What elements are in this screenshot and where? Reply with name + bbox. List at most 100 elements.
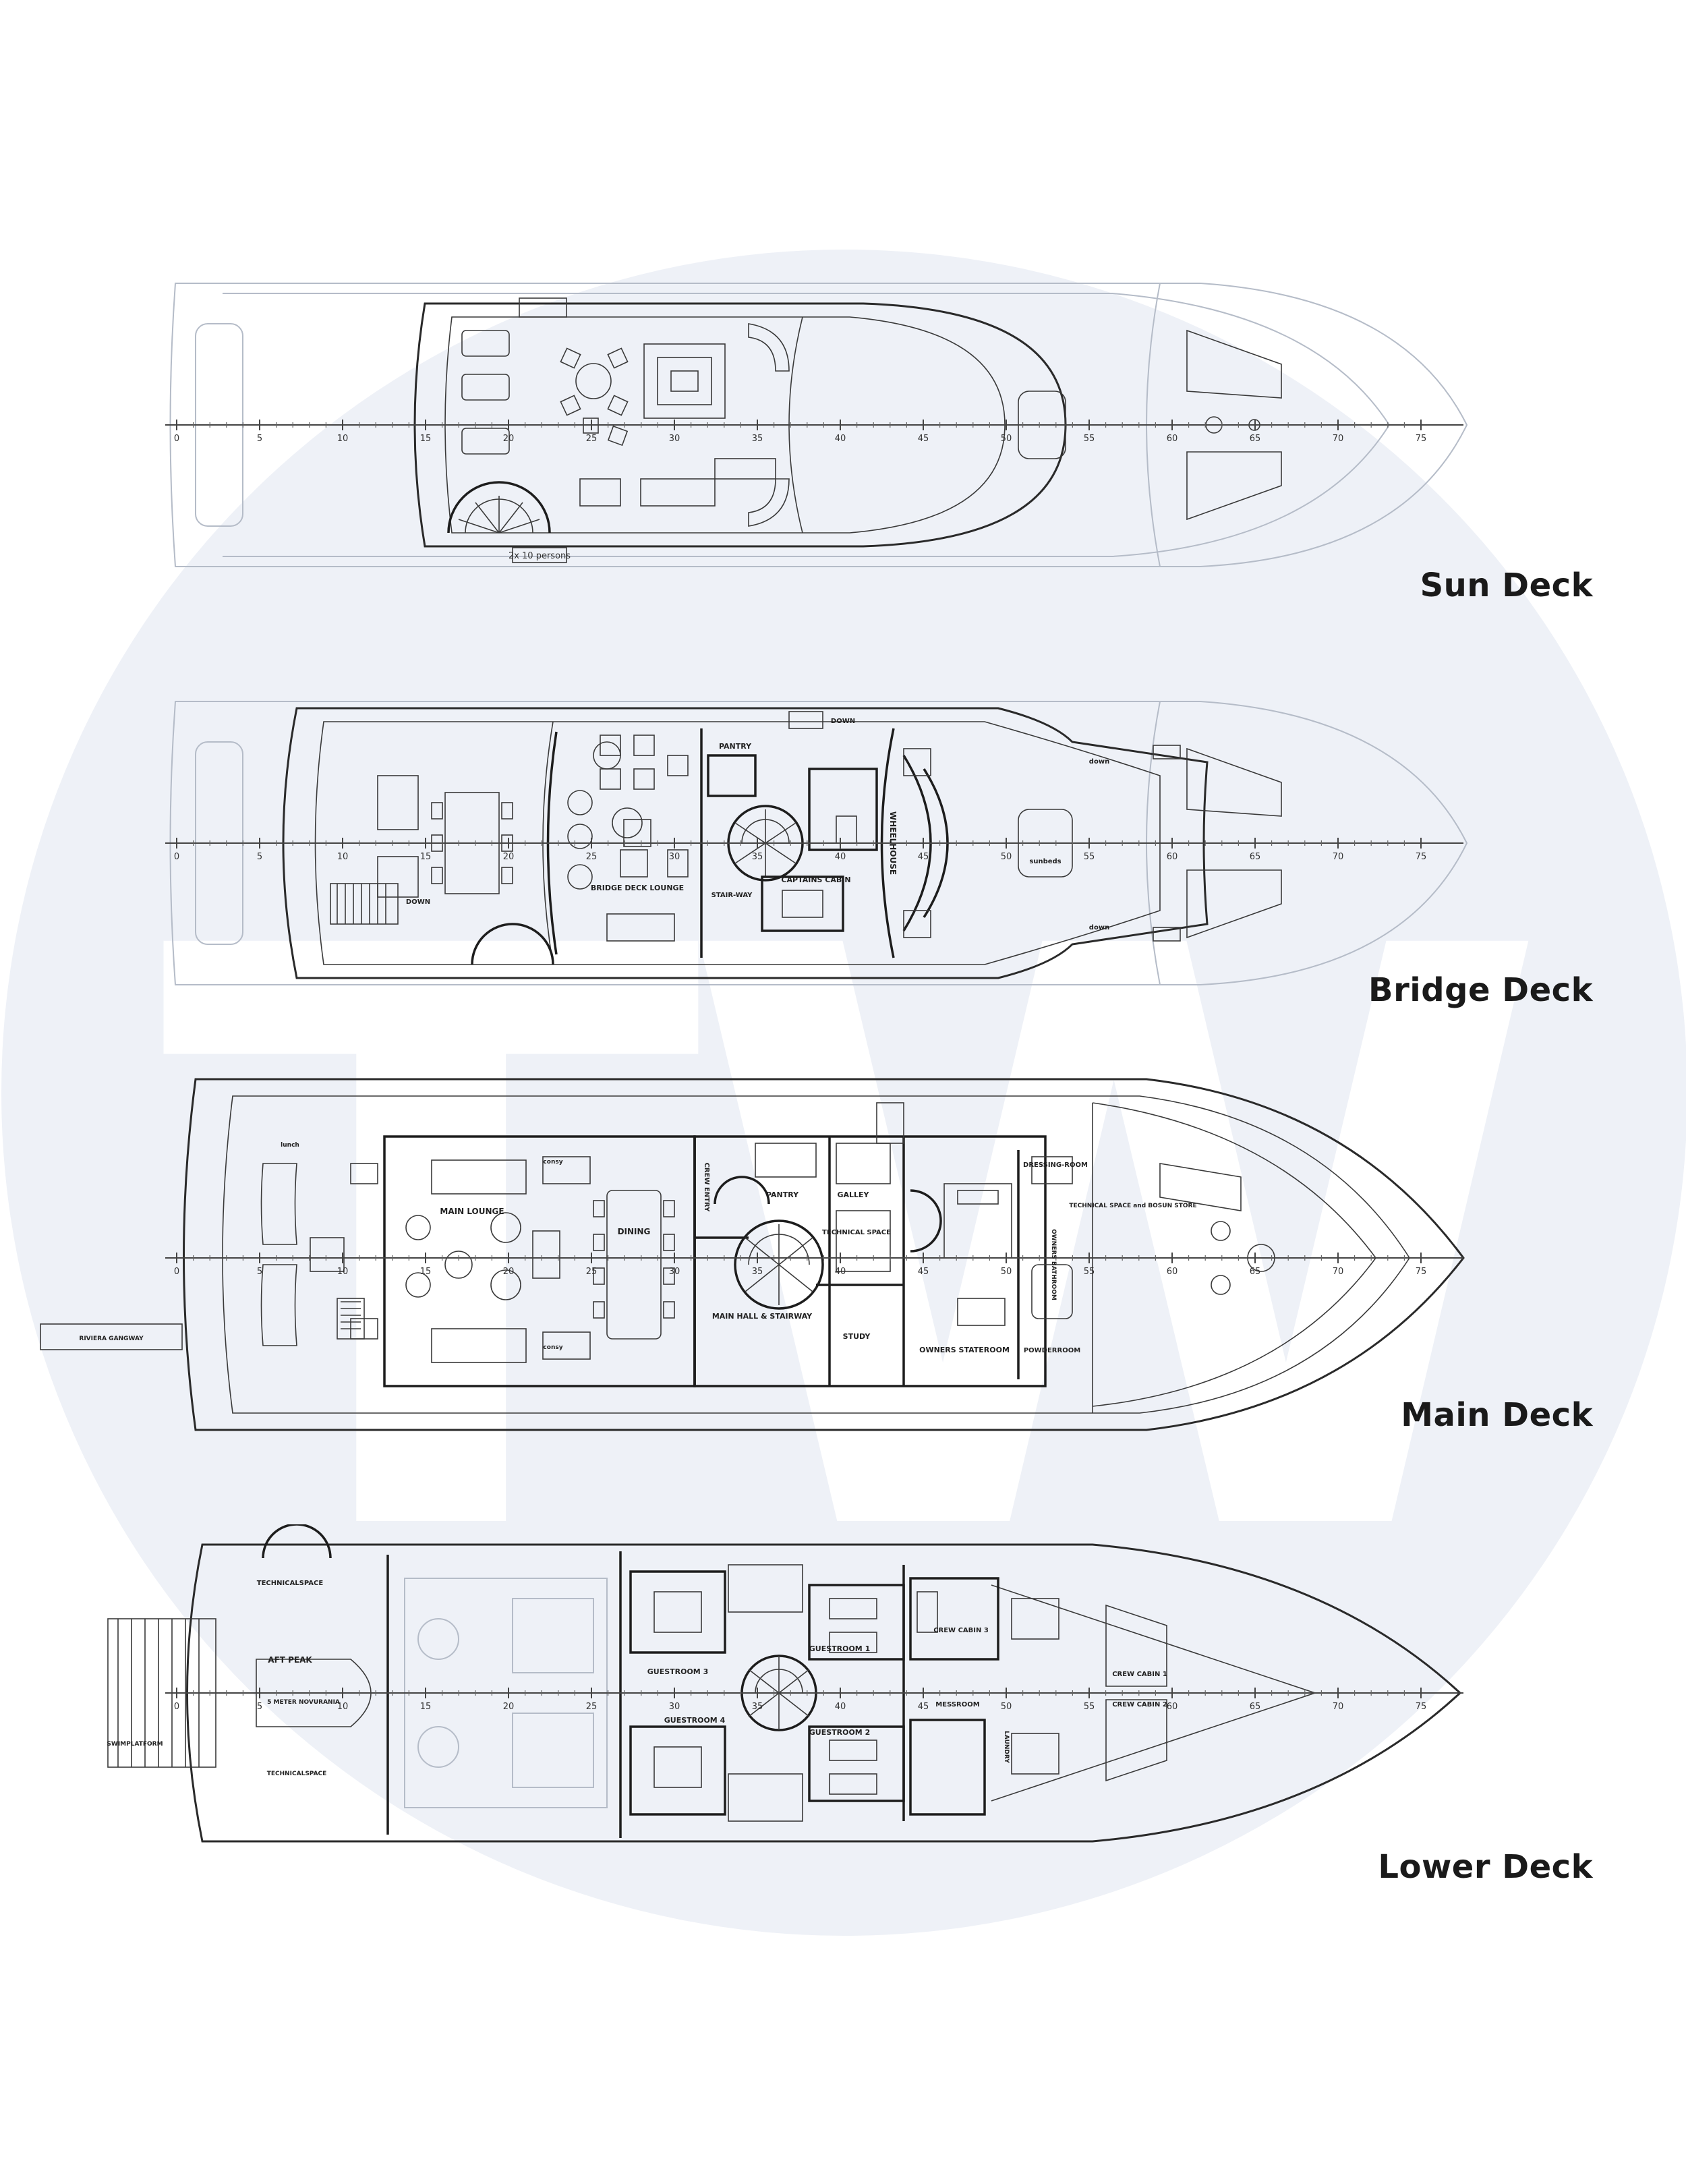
main-anchor-winches <box>1159 1163 1275 1295</box>
scale-label: 35 <box>752 852 763 862</box>
scale-label: 35 <box>752 434 763 444</box>
sunbeds <box>461 330 510 455</box>
scale-label: 50 <box>1001 1267 1012 1277</box>
scale-label: 0 <box>174 1267 179 1277</box>
crew-cabin-1-label: CREW CABIN 1 <box>1112 1671 1167 1678</box>
lower-tech-label-2: TECHNICALSPACE <box>267 1771 327 1777</box>
guestroom-1-label: GUESTROOM 1 <box>809 1644 871 1653</box>
scale-label: 65 <box>1250 1702 1261 1712</box>
riviera-gangway-label: RIVIERA GANGWAY <box>79 1335 144 1342</box>
guestroom-3-label: GUESTROOM 3 <box>647 1667 709 1676</box>
scale-label: 75 <box>1416 852 1427 862</box>
lower-deck-hull <box>186 1543 1462 1843</box>
scale-label: 45 <box>918 434 929 444</box>
main-deck-hull <box>183 1078 1465 1431</box>
dressing-room-label: DRESSING-ROOM <box>1023 1161 1088 1169</box>
watermark-letters: TW <box>160 783 1534 1709</box>
sun-deck-superstructure <box>413 302 1067 548</box>
scale-label: 40 <box>835 852 846 862</box>
scale-label: 15 <box>420 1267 432 1277</box>
scale-label: 40 <box>835 434 846 444</box>
bridge-lounge-furniture <box>567 735 689 942</box>
bridge-deck-hull <box>282 707 1209 979</box>
console-label-2: consy <box>543 1344 562 1351</box>
watermark-circle <box>1 250 1686 1936</box>
sun-deck-capacity-label: 2x 10 persons <box>508 551 571 561</box>
scale-label: 10 <box>337 852 349 862</box>
dining-label: DINING <box>618 1227 651 1236</box>
scale-label: 75 <box>1416 1267 1427 1277</box>
scale-label: 30 <box>669 434 680 444</box>
scale-label: 55 <box>1084 1702 1095 1712</box>
scale-label: 5 <box>257 1267 262 1277</box>
sun-deck-title: Sun Deck <box>1420 567 1593 604</box>
main-lounge-furniture <box>405 1156 591 1363</box>
wheelhouse-label: WHEELHOUSE <box>888 811 898 875</box>
scale-label: 5 <box>257 852 262 862</box>
owners-bed <box>943 1183 1012 1259</box>
scale-label: 60 <box>1167 434 1178 444</box>
scale-label: 45 <box>918 852 929 862</box>
guest-cabins <box>629 1564 905 1822</box>
jacuzzi <box>643 343 726 419</box>
scale-label: 0 <box>174 434 179 444</box>
scale-label: 25 <box>586 1267 598 1277</box>
main-spiral-stair <box>734 1219 824 1310</box>
scale-label: 25 <box>586 434 598 444</box>
dumbwaiter-label: lunch <box>281 1142 299 1149</box>
aft-peak-label: AFT PEAK <box>268 1655 312 1665</box>
bridge-stairway-label: STAIR-WAY <box>711 892 753 899</box>
scale-label: 60 <box>1167 1267 1178 1277</box>
round-table <box>560 347 629 447</box>
scale-label: 55 <box>1084 434 1095 444</box>
bridge-down-label-3: down <box>1089 758 1109 766</box>
main-deck-title: Main Deck <box>1401 1396 1593 1434</box>
main-dining-table <box>593 1190 675 1340</box>
messroom-label: MESSROOM <box>935 1701 979 1708</box>
bridge-deck-title: Bridge Deck <box>1368 971 1593 1009</box>
scale-label: 70 <box>1333 434 1344 444</box>
bridge-pantry-label: PANTRY <box>719 742 752 751</box>
scale-label: 25 <box>586 1702 598 1712</box>
scale-label: 50 <box>1001 434 1012 444</box>
sun-deck-hull-outline <box>169 283 1468 567</box>
captains-cabin-label: CAPTAINS CABIN <box>781 875 850 884</box>
scale-label: 50 <box>1001 1702 1012 1712</box>
scale-label: 75 <box>1416 1702 1427 1712</box>
bridge-lounge-label: BRIDGE DECK LOUNGE <box>591 884 684 892</box>
scale-label: 40 <box>835 1702 846 1712</box>
bosun-store-label: TECHNICAL SPACE and BOSUN STORE <box>1069 1203 1196 1209</box>
bridge-down-label-2: DOWN <box>406 898 430 906</box>
main-deck: RIVIERA GANGWAY lunch <box>0 1062 1686 1440</box>
lower-deck-title: Lower Deck <box>1378 1848 1593 1886</box>
scale-label: 50 <box>1001 852 1012 862</box>
scale-label: 30 <box>669 852 680 862</box>
scale-label: 20 <box>503 1702 515 1712</box>
crew-cabins <box>909 1577 1167 1816</box>
scale-label: 5 <box>257 1702 262 1712</box>
scale-label: 60 <box>1167 1702 1178 1712</box>
scale-label: 30 <box>669 1702 680 1712</box>
scale-label: 0 <box>174 1702 179 1712</box>
scale-label: 10 <box>337 1702 349 1712</box>
owners-stateroom-label: OWNERS STATEROOM <box>919 1346 1010 1354</box>
study-label: STUDY <box>843 1332 871 1341</box>
scale-label: 10 <box>337 1267 349 1277</box>
galley-label: GALLEY <box>837 1190 869 1199</box>
main-hall-label: MAIN HALL & STAIRWAY <box>712 1312 813 1321</box>
scale-label: 15 <box>420 852 432 862</box>
scale-label: 45 <box>918 1702 929 1712</box>
aft-deck-seating <box>260 1163 378 1346</box>
scale-label: 55 <box>1084 1267 1095 1277</box>
scale-label: 45 <box>918 1267 929 1277</box>
scale-label: 0 <box>174 852 179 862</box>
scale-label: 55 <box>1084 852 1095 862</box>
